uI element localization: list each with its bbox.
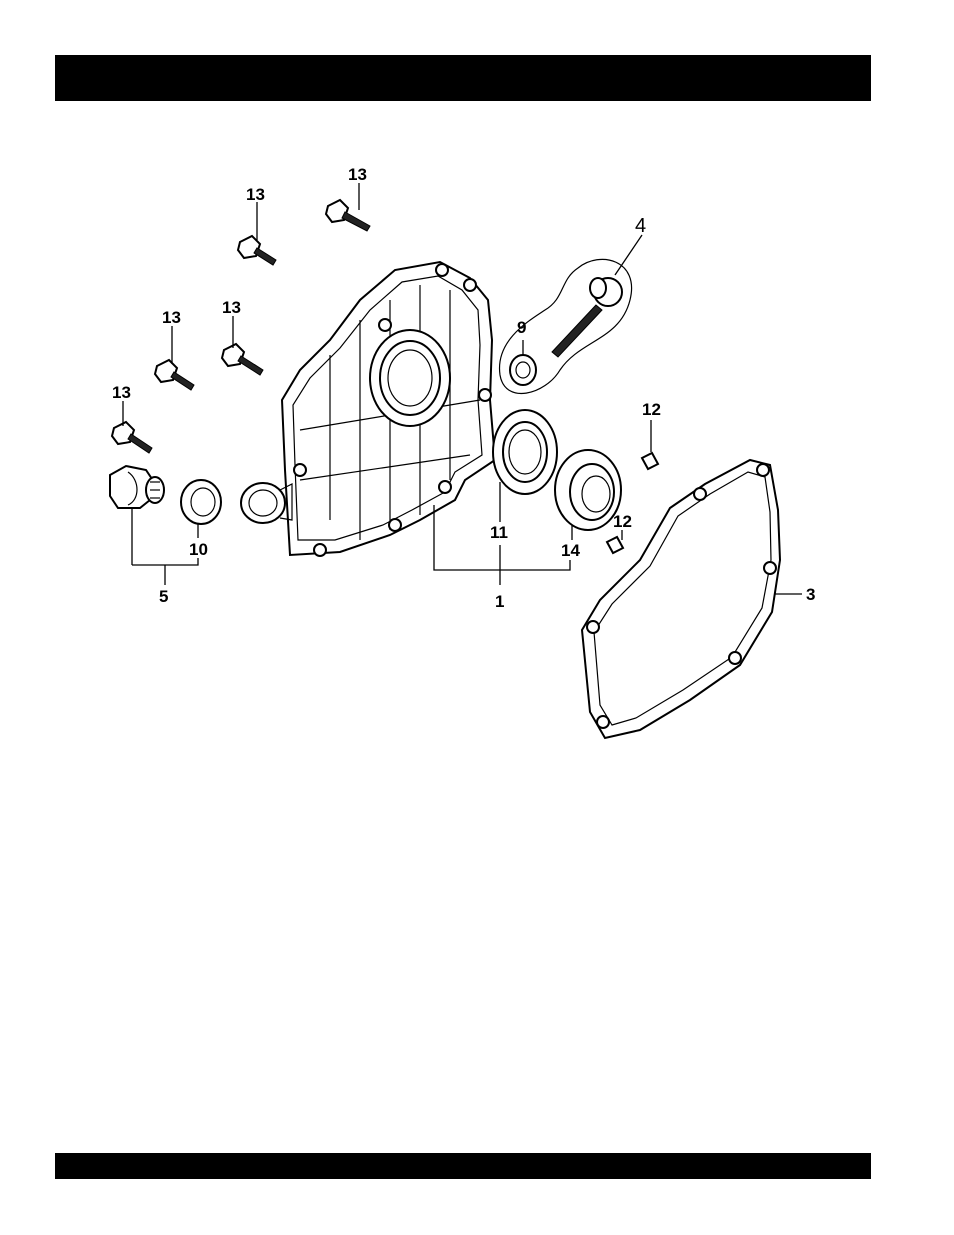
callout-3: 3: [806, 585, 815, 604]
drain-plug: [110, 466, 164, 565]
callout-1: 1: [495, 592, 504, 611]
callout-14: 14: [561, 541, 580, 560]
callout-13-mid-right: 13: [222, 298, 241, 317]
callout-12-upper: 12: [642, 400, 661, 419]
bracket-5: [132, 558, 198, 585]
bolt-13-top-right: [326, 183, 370, 231]
callout-10: 10: [189, 540, 208, 559]
callout-13-top-right: 13: [348, 165, 367, 184]
callout-13-mid-left: 13: [162, 308, 181, 327]
callout-13-lower-left: 13: [112, 383, 131, 402]
bolt-13-top-left: [238, 202, 276, 265]
callout-4: 4: [635, 215, 646, 237]
callout-9: 9: [517, 318, 526, 337]
drain-plug-washer: [181, 480, 221, 538]
bolt-13-mid-right: [222, 316, 263, 375]
oil-seal: [493, 410, 557, 522]
callout-13-top-left: 13: [246, 185, 265, 204]
dipstick-assembly: [500, 235, 642, 394]
callout-11: 11: [490, 523, 508, 542]
ball-bearing: [555, 450, 621, 540]
bolt-13-lower-left: [112, 401, 152, 453]
callout-12-lower: 12: [613, 512, 632, 531]
callout-5: 5: [159, 587, 168, 606]
crankcase-cover: [241, 262, 495, 556]
bolt-13-mid-left: [155, 326, 194, 390]
bracket-1: [434, 505, 570, 585]
dowel-pin-upper: [642, 420, 658, 469]
dowel-pin-lower: [607, 530, 623, 553]
